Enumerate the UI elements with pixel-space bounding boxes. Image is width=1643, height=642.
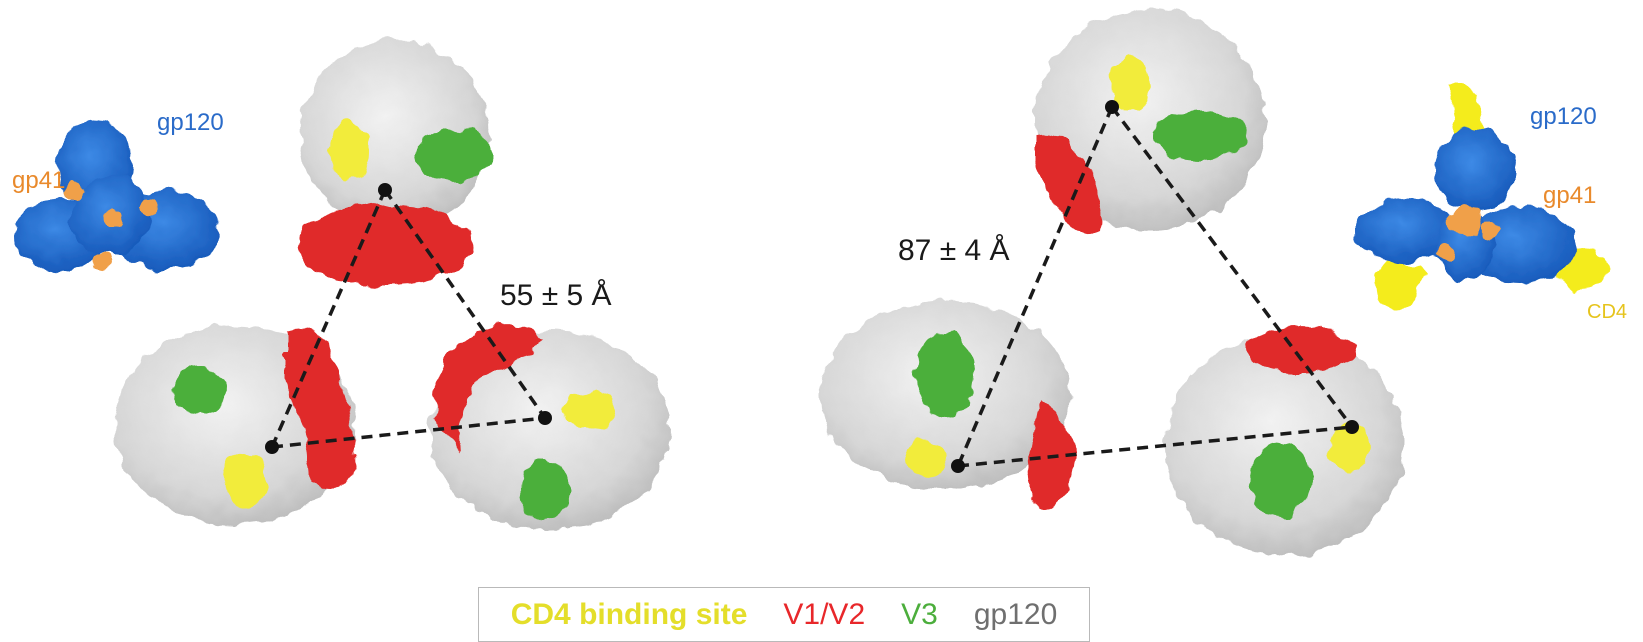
open-distance-label: 87 ± 4 Å: [898, 234, 1010, 267]
open-distance-triangle: [956, 105, 1354, 468]
closed-trimer: [115, 40, 670, 530]
inset-right-gp41-label: gp41: [1543, 182, 1596, 209]
open-protomer-top: [1035, 10, 1265, 233]
closed-protomer-left: [115, 325, 355, 525]
closed-distance-label: 55 ± 5 Å: [500, 279, 612, 312]
inset-closed-trimer: [15, 120, 220, 271]
open-vertex-top: [1105, 100, 1119, 114]
closed-vertex-left: [265, 440, 279, 454]
inset-left-gp120-label: gp120: [157, 109, 224, 136]
inset-right-gp120-label: gp120: [1530, 103, 1597, 130]
closed-distance-triangle: [270, 188, 547, 449]
inset-left-gp41-label: gp41: [12, 167, 65, 194]
open-trimer: [820, 10, 1405, 555]
closed-vertex-right: [538, 411, 552, 425]
open-protomer-right: [1165, 328, 1405, 555]
open-protomer-left: [820, 300, 1075, 510]
inset-open-trimer: [1355, 84, 1610, 309]
legend-item-v1v2: V1/V2: [783, 597, 866, 631]
open-vertex-right: [1345, 420, 1359, 434]
legend-item-cd4-binding-site: CD4 binding site: [510, 597, 748, 631]
inset-right-cd4-label: CD4: [1587, 301, 1627, 323]
closed-vertex-top: [378, 183, 392, 197]
open-vertex-left: [951, 459, 965, 473]
closed-protomer-right: [430, 324, 670, 530]
legend: CD4 binding site V1/V2 V3 gp120: [478, 587, 1090, 642]
closed-protomer-top: [297, 40, 493, 285]
legend-item-gp120: gp120: [973, 597, 1058, 631]
legend-item-v3: V3: [901, 597, 938, 631]
